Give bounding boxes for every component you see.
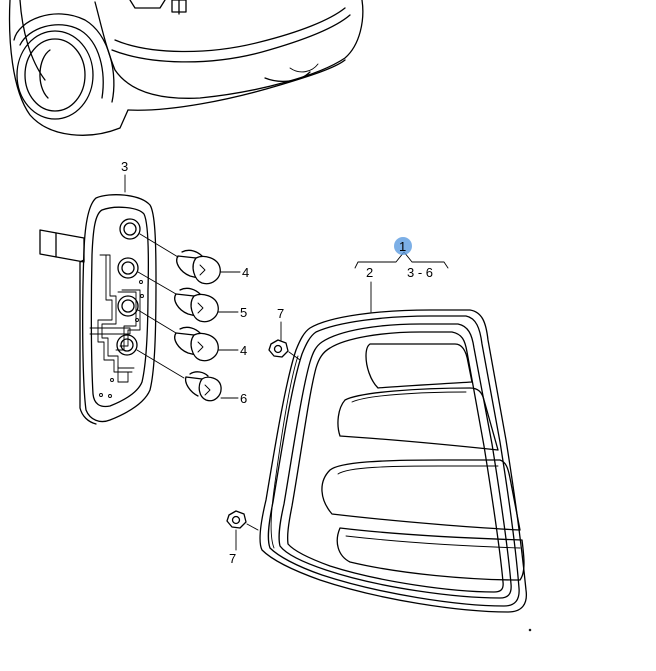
callout-part-4-upper[interactable]: 4	[242, 265, 249, 280]
callout-part-range[interactable]: 3 - 6	[407, 265, 433, 280]
selection-marker[interactable]	[394, 237, 412, 255]
bulb-upper-4	[176, 249, 221, 285]
callout-part-7-upper[interactable]: 7	[277, 306, 284, 321]
bulb-5	[174, 287, 219, 323]
callout-part-5[interactable]: 5	[240, 305, 247, 320]
callout-part-6[interactable]: 6	[240, 391, 247, 406]
stray-dot	[528, 628, 532, 632]
callout-part-3[interactable]: 3	[121, 159, 128, 174]
bulb-6	[184, 371, 222, 402]
callout-part-2[interactable]: 2	[366, 265, 373, 280]
callout-part-7-lower[interactable]: 7	[229, 551, 236, 566]
callout-leaders	[124, 174, 449, 551]
tail-light-housing	[259, 309, 528, 613]
callout-part-4-lower[interactable]: 4	[240, 343, 247, 358]
bulb-leader-lines	[136, 233, 185, 379]
bulb-lower-4	[174, 326, 219, 362]
nut-upper	[268, 339, 301, 361]
nut-lower	[226, 510, 259, 531]
car-rear-illustration	[8, 0, 364, 136]
callout-part-1[interactable]: 1	[399, 239, 406, 254]
bulb-holder-carrier	[39, 194, 157, 425]
